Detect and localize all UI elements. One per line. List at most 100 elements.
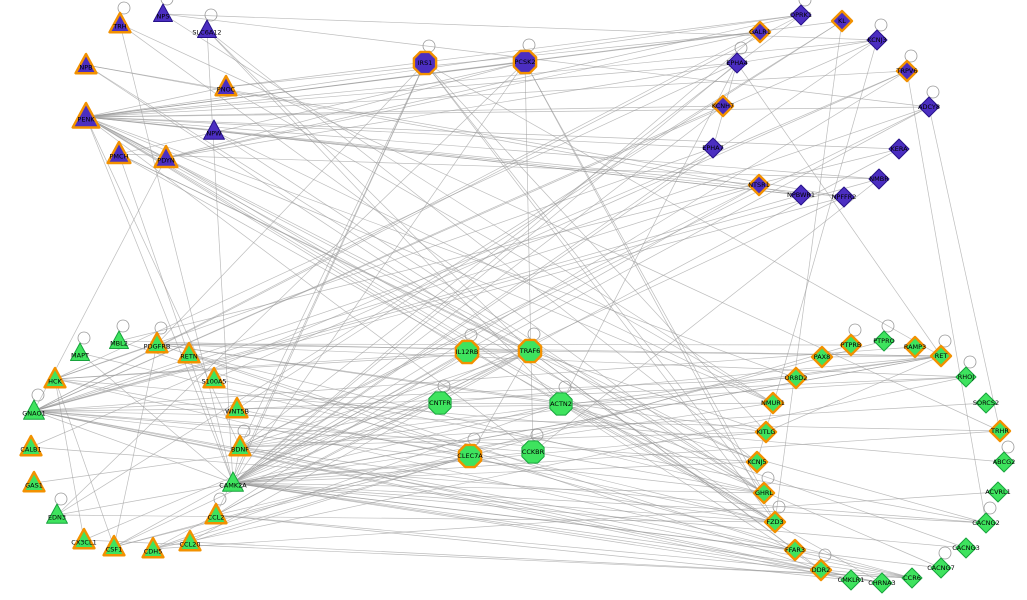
node-PTPRO[interactable] — [873, 330, 895, 352]
node-CNTFR[interactable] — [428, 391, 452, 415]
node-CCR6[interactable] — [901, 567, 923, 589]
node-IRS1[interactable] — [412, 50, 438, 76]
node-CHRNA3[interactable] — [871, 572, 893, 594]
self-loop-CACNG7 — [938, 546, 952, 560]
node-ABCG2[interactable] — [993, 451, 1015, 473]
node-NMUR1[interactable] — [761, 391, 785, 415]
edge-EPHA4-RET — [736, 62, 942, 357]
node-EPHA7[interactable] — [702, 137, 724, 159]
node-PDYN[interactable] — [153, 144, 179, 169]
edge-CAMK2A-KITLG — [232, 431, 767, 484]
node-CACNG7[interactable] — [930, 557, 952, 579]
node-KCNJ5[interactable] — [745, 450, 769, 474]
node-EDN3[interactable] — [46, 503, 68, 524]
node-NPFFR2[interactable] — [833, 186, 855, 208]
node-CCKBR[interactable] — [521, 440, 545, 464]
edge-CCL20-CCR6 — [189, 541, 913, 579]
node-CSF1[interactable] — [102, 534, 126, 557]
node-TRPV6[interactable] — [895, 59, 919, 83]
node-ADCY8[interactable] — [918, 96, 940, 118]
edge-ACTN2-DDR2 — [560, 403, 822, 571]
node-OR8D2[interactable] — [784, 366, 808, 390]
node-CMKLR1[interactable] — [840, 569, 862, 591]
node-RET[interactable] — [929, 344, 953, 368]
edge-EPHA4-ACTN2 — [560, 62, 738, 405]
edge-CAMK2A-GNAO1 — [33, 410, 234, 484]
node-PNOC[interactable] — [214, 74, 238, 97]
edge-PCSK2-CAMK2A — [232, 61, 526, 484]
node-NMBR[interactable] — [868, 168, 890, 190]
node-FZD3[interactable] — [763, 510, 787, 534]
node-RETN[interactable] — [177, 341, 201, 364]
node-TRH[interactable] — [108, 11, 132, 34]
node-TRAF6[interactable] — [517, 338, 543, 364]
node-CX3CL1[interactable] — [72, 527, 96, 550]
node-KCNJ3[interactable] — [866, 29, 888, 51]
node-KITLG[interactable] — [754, 420, 778, 444]
edge-CAMK2A-DDR2 — [232, 482, 822, 571]
node-NPB[interactable] — [74, 52, 98, 75]
node-ACTN2[interactable] — [549, 392, 573, 416]
node-CLEC7A[interactable] — [457, 443, 483, 469]
node-GHRL[interactable] — [752, 481, 776, 505]
edge-PDGFRB-KITLG — [156, 343, 767, 433]
node-MAPT[interactable] — [70, 342, 90, 361]
node-KERA[interactable] — [888, 138, 910, 160]
node-EPHA4[interactable] — [726, 52, 748, 74]
self-loop-NPS — [160, 0, 174, 6]
self-loop-ADCY8 — [926, 85, 940, 99]
edge-BDNF-SORCS2 — [239, 402, 987, 448]
node-PTPRB[interactable] — [839, 333, 863, 357]
node-NPBWR1[interactable] — [790, 184, 812, 206]
node-MBL2[interactable] — [109, 330, 129, 349]
node-PAX8[interactable] — [810, 345, 834, 369]
edge-ADCY8-CAMK2A — [232, 106, 930, 484]
node-BDNF[interactable] — [228, 434, 252, 457]
node-TRHR[interactable] — [988, 419, 1012, 443]
node-SORCS2[interactable] — [975, 392, 997, 414]
node-PENK[interactable] — [71, 101, 101, 129]
edge-PCSK2-PMCH — [118, 61, 526, 155]
node-IL12RB[interactable] — [454, 339, 480, 365]
node-NTSR1[interactable] — [747, 173, 771, 197]
node-NPW[interactable] — [203, 119, 225, 140]
node-S100A5[interactable] — [202, 366, 226, 389]
node-OPRK1[interactable] — [790, 4, 812, 26]
node-CDH5[interactable] — [141, 536, 165, 559]
edge-HCK-ABCG2 — [54, 378, 1005, 463]
node-RAMP3[interactable] — [903, 335, 927, 359]
node-CAMK2A[interactable] — [222, 471, 244, 492]
nodes-layer — [19, 3, 1015, 594]
node-GNAO1[interactable] — [23, 399, 45, 420]
node-PCSK2[interactable] — [512, 49, 538, 75]
node-KL[interactable] — [830, 9, 854, 33]
node-DDR2[interactable] — [809, 558, 833, 582]
edge-CLEC7A-CCR6 — [469, 455, 913, 579]
edge-PENK-OR8D2 — [85, 116, 797, 379]
edge-PCSK2-EDN3 — [56, 61, 526, 516]
node-GALR1[interactable] — [748, 20, 772, 44]
node-RHOJ[interactable] — [955, 366, 977, 388]
node-HCK[interactable] — [43, 366, 67, 389]
node-GAS1[interactable] — [22, 470, 46, 493]
node-SLC6A12[interactable] — [197, 19, 217, 38]
node-FFAR3[interactable] — [783, 538, 807, 562]
edge-PNOC-OPRK1 — [225, 14, 802, 88]
node-CCL20[interactable] — [178, 529, 202, 552]
node-NPS[interactable] — [153, 3, 173, 22]
node-CACNG3[interactable] — [955, 537, 977, 559]
node-PDGFRB[interactable] — [145, 331, 169, 354]
node-CALB1[interactable] — [19, 434, 43, 457]
node-KCNH7[interactable] — [711, 94, 735, 118]
edge-IRS1-PDGFRB — [156, 62, 426, 345]
edge-IRS1-RET — [424, 62, 942, 357]
node-WNT5B[interactable] — [225, 396, 249, 419]
node-PMCH[interactable] — [106, 140, 132, 165]
node-CACNG2[interactable] — [975, 512, 997, 534]
node-ACVRL1[interactable] — [987, 481, 1009, 503]
edge-RETN-GHRL — [188, 353, 765, 494]
edge-PENK-OPRK1 — [85, 14, 802, 118]
node-CCL2[interactable] — [204, 502, 228, 525]
